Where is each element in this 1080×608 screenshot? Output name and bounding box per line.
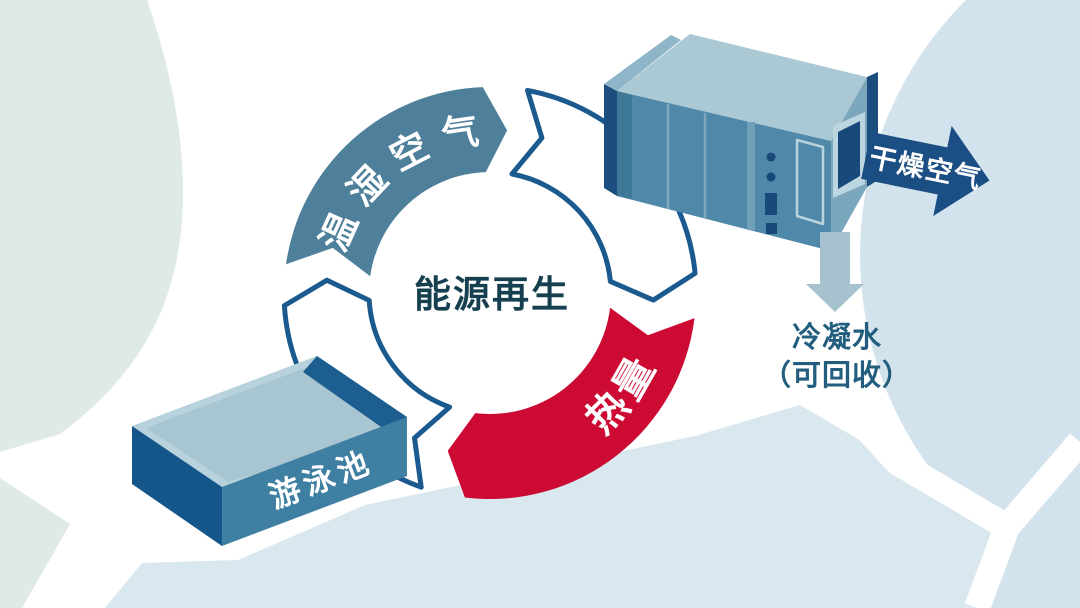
cycle-segment-heat (447, 307, 695, 500)
dehumidifier-knob-2 (766, 172, 776, 182)
condensate-label-line2: （可回收） (762, 358, 912, 392)
dehumidifier-knob-1 (766, 152, 776, 162)
dehumidifier-flange-left (604, 84, 617, 196)
pool-left-face (132, 426, 222, 546)
dehumidifier-flange-left-top (604, 35, 681, 91)
background-shape-bottom-left (0, 478, 70, 608)
pool-front-face (222, 417, 407, 546)
background-white-band-corner (997, 433, 1080, 536)
dehumidifier-front-edge-shade (617, 91, 632, 199)
condensate-label-line1: 冷凝水 (792, 320, 882, 354)
dehumidifier-control-slot (765, 193, 777, 215)
dehumidifier-door-outline (795, 138, 825, 226)
pool-water-surface (146, 368, 391, 482)
condensate-output: 冷凝水 （可回收） (762, 232, 912, 392)
background-shape-top-left (0, 0, 183, 452)
dehumidifier-panel-seam-3 (747, 122, 755, 230)
dehumidifier-front-face (617, 91, 831, 251)
dehumidifier-vent-opening (838, 121, 860, 189)
pool-inner-wall (303, 356, 407, 434)
condensate-down-arrow (806, 232, 864, 312)
cycle-segment-humid-air (286, 87, 508, 277)
background-white-band-main (802, 359, 1020, 608)
cycle-segment-to-dehumidifier (509, 87, 698, 303)
background-shape-bottom-right-corner (983, 452, 1080, 608)
background-shape-bottom (105, 405, 1007, 608)
dehumidifier-control-button (766, 223, 777, 234)
dry-air-arrow: 干燥空气 (861, 125, 990, 217)
cycle-center-label: 能源再生 (414, 273, 570, 316)
dehumidifier-top-face (617, 34, 867, 141)
dry-air-arrow-shape (861, 125, 990, 217)
